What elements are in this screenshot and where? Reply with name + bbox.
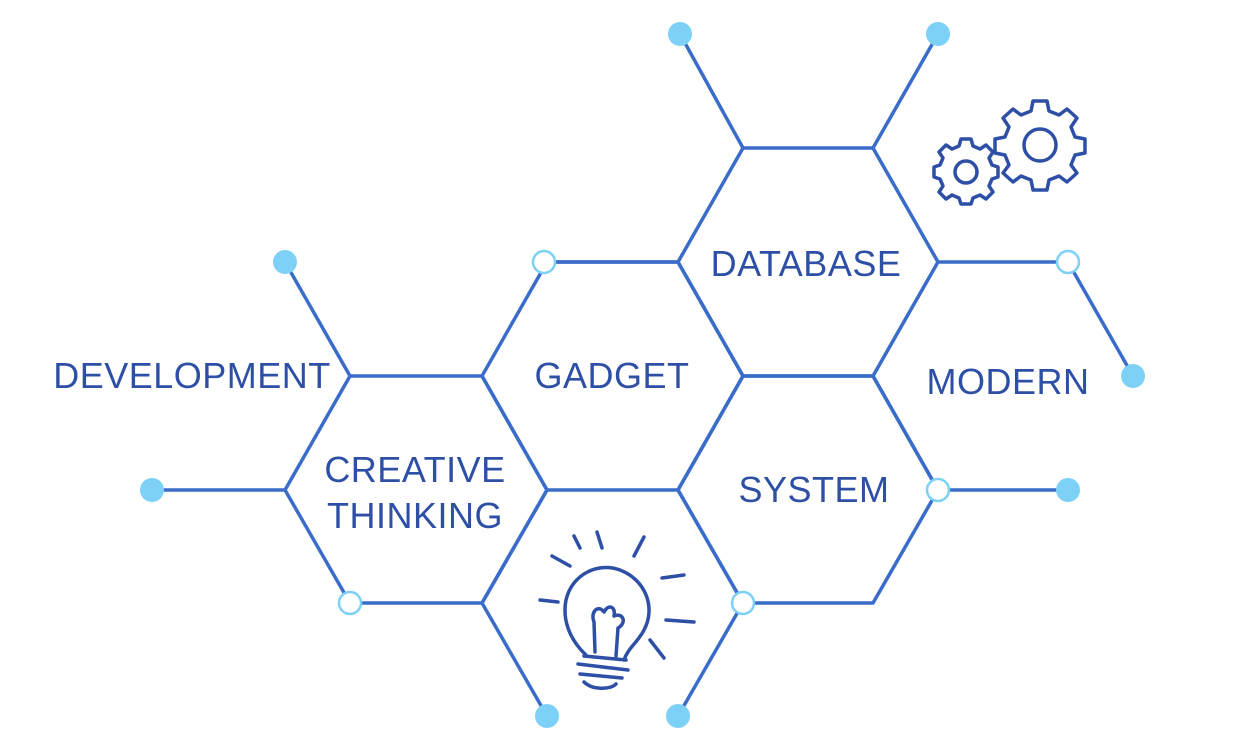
label-development: DEVELOPMENT xyxy=(53,355,331,396)
lightbulb-icon xyxy=(538,530,696,690)
dot-bottom-1 xyxy=(535,704,559,728)
gears-icon xyxy=(932,99,1087,206)
label-thinking: THINKING xyxy=(327,495,503,536)
dot-top-right xyxy=(926,22,950,46)
dot-bottom-left xyxy=(337,590,363,616)
dot-top-left xyxy=(668,22,692,46)
label-modern: MODERN xyxy=(927,361,1090,402)
connector-bottom-2 xyxy=(676,601,745,718)
connector-system-lower xyxy=(871,374,940,492)
label-database: DATABASE xyxy=(711,243,902,284)
dot-right-upper xyxy=(1055,249,1081,275)
connector-bulb-hex xyxy=(480,488,549,605)
dot-right-lower xyxy=(1056,478,1080,502)
dot-modern xyxy=(1121,364,1145,388)
dot-development xyxy=(273,250,297,274)
label-system: SYSTEM xyxy=(738,469,889,510)
connector-development xyxy=(283,260,352,378)
connector-top-left xyxy=(678,32,745,150)
connector-right-upper xyxy=(938,260,1135,377)
label-creative: CREATIVE xyxy=(324,449,505,490)
connector-bottom-1 xyxy=(480,601,549,718)
label-gadget: GADGET xyxy=(534,355,689,396)
dot-left xyxy=(140,478,164,502)
dot-bottom-2 xyxy=(666,704,690,728)
dot-gadget-top xyxy=(531,249,557,275)
dot-bulb-right xyxy=(730,590,756,616)
connector-bulb-hex-right xyxy=(676,488,745,605)
dot-system-right xyxy=(925,477,951,503)
connector-top-right xyxy=(871,32,940,150)
